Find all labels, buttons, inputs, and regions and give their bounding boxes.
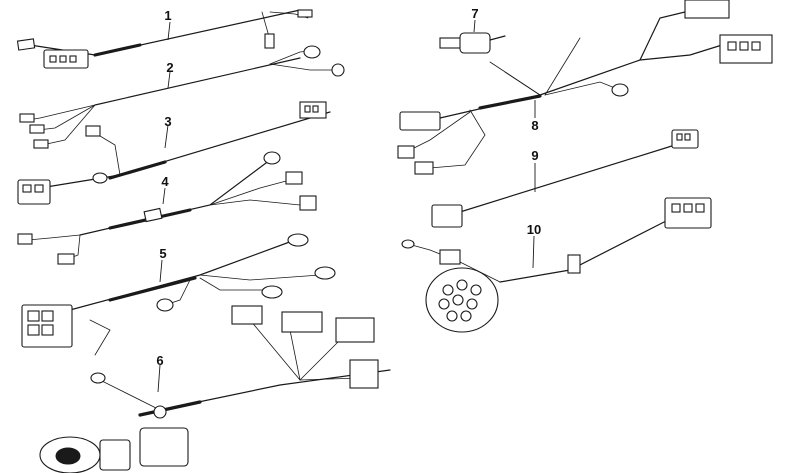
harness-9[interactable] [431, 129, 699, 228]
callout-10: 10 [527, 222, 541, 237]
harness-10[interactable] [401, 197, 712, 333]
harness-4[interactable] [17, 151, 317, 265]
part-7[interactable] [439, 19, 506, 54]
harness-1[interactable] [16, 9, 313, 69]
callout-4: 4 [161, 174, 169, 189]
harness-6[interactable] [39, 305, 391, 473]
callout-5: 5 [159, 246, 166, 261]
harness-2[interactable] [19, 45, 345, 149]
callout-7: 7 [471, 6, 478, 21]
callout-3: 3 [164, 114, 171, 129]
harness-3[interactable] [17, 101, 331, 205]
callout-1: 1 [164, 8, 171, 23]
harness-8[interactable] [397, 0, 773, 175]
callout-2: 2 [166, 60, 173, 75]
harness-5[interactable] [21, 233, 336, 356]
callout-9: 9 [531, 148, 538, 163]
callout-8: 8 [531, 118, 538, 133]
callout-6: 6 [156, 353, 163, 368]
